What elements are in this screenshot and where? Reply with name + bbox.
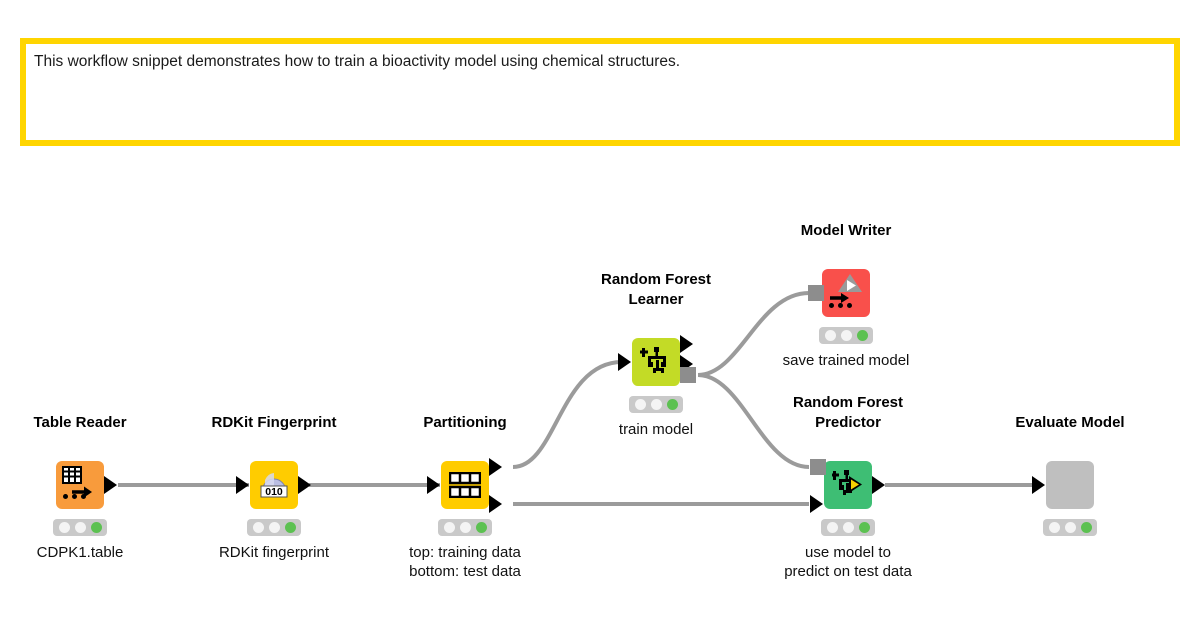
status-led-1: [1048, 522, 1060, 533]
status-led-1: [634, 399, 646, 410]
status-led-3: [475, 522, 487, 533]
status-led-1: [443, 522, 455, 533]
port-in-rdkit-fingerprint[interactable]: [236, 476, 249, 494]
port-out-learner-attrstats[interactable]: [680, 335, 693, 353]
wire-partitioning-to-learner: [512, 360, 623, 469]
molecule-bits-icon: 010: [260, 473, 288, 498]
table-import-icon: [62, 466, 82, 484]
port-out-partitioning-training[interactable]: [489, 458, 502, 476]
port-out-partitioning-test[interactable]: [489, 495, 502, 513]
port-out-learner-model[interactable]: [680, 367, 696, 383]
decision-tree-plus-icon: [640, 347, 666, 373]
status-led-3: [1080, 522, 1092, 533]
node-caption-model-writer: save trained model: [782, 352, 910, 369]
port-in-partitioning[interactable]: [427, 476, 440, 494]
node-caption-random-forest-learner: train model: [618, 421, 694, 438]
node-body-partitioning[interactable]: [441, 461, 489, 509]
node-title-rdkit-fingerprint: RDKit Fingerprint: [211, 414, 337, 431]
node-title-random-forest-learner: Random Forest Learner: [600, 271, 712, 308]
node-body-random-forest-learner[interactable]: [632, 338, 680, 386]
node-caption-partitioning: top: training data bottom: test data: [409, 544, 521, 580]
node-title-model-writer: Model Writer: [800, 222, 892, 239]
node-body-table-reader[interactable]: [56, 461, 104, 509]
node-title-partitioning: Partitioning: [423, 414, 507, 431]
port-out-table-reader[interactable]: [104, 476, 117, 494]
export-arrow-icon: [72, 486, 92, 498]
port-in-predictor-model[interactable]: [810, 459, 826, 475]
port-in-model-writer[interactable]: [808, 285, 824, 301]
port-out-rdkit-fingerprint[interactable]: [298, 476, 311, 494]
node-title-table-reader: Table Reader: [33, 414, 127, 431]
node-status-model-writer: [819, 327, 873, 344]
node-status-partitioning: [438, 519, 492, 536]
node-dots-icon: [829, 303, 852, 308]
port-in-predictor-data[interactable]: [810, 495, 823, 513]
status-led-2: [840, 330, 852, 341]
status-led-3: [284, 522, 296, 533]
node-caption-rdkit-fingerprint: RDKit fingerprint: [218, 544, 330, 561]
status-led-3: [90, 522, 102, 533]
node-status-random-forest-predictor: [821, 519, 875, 536]
node-caption-table-reader: CDPK1.table: [36, 544, 124, 561]
split-table-icon: [449, 472, 481, 498]
port-in-evaluate-model[interactable]: [1032, 476, 1045, 494]
node-status-table-reader: [53, 519, 107, 536]
workflow-annotation-box[interactable]: This workflow snippet demonstrates how t…: [20, 38, 1180, 146]
status-led-3: [858, 522, 870, 533]
decision-tree-play-icon: [832, 470, 862, 495]
node-body-evaluate-model[interactable]: [1046, 461, 1094, 509]
status-led-2: [842, 522, 854, 533]
svg-text:010: 010: [265, 486, 283, 498]
port-out-predictor[interactable]: [872, 476, 885, 494]
node-title-random-forest-predictor: Random Forest Predictor: [792, 394, 904, 431]
status-led-3: [666, 399, 678, 410]
node-body-model-writer[interactable]: [822, 269, 870, 317]
node-caption-random-forest-predictor: use model to predict on test data: [784, 544, 912, 580]
status-led-2: [1064, 522, 1076, 533]
node-status-random-forest-learner: [629, 396, 683, 413]
workflow-annotation-text: This workflow snippet demonstrates how t…: [34, 53, 681, 70]
status-led-2: [650, 399, 662, 410]
port-in-random-forest-learner[interactable]: [618, 353, 631, 371]
status-led-2: [459, 522, 471, 533]
model-triangle-icon: [838, 274, 862, 292]
node-status-rdkit-fingerprint: [247, 519, 301, 536]
status-led-1: [826, 522, 838, 533]
node-status-evaluate-model: [1043, 519, 1097, 536]
status-led-2: [74, 522, 86, 533]
status-led-1: [252, 522, 264, 533]
node-dots-icon: [63, 494, 86, 499]
node-body-rdkit-fingerprint[interactable]: 010: [250, 461, 298, 509]
status-led-2: [268, 522, 280, 533]
status-led-1: [824, 330, 836, 341]
node-title-evaluate-model: Evaluate Model: [1015, 414, 1125, 431]
node-body-random-forest-predictor[interactable]: [824, 461, 872, 509]
status-led-1: [58, 522, 70, 533]
status-led-3: [856, 330, 868, 341]
export-arrow-icon: [830, 293, 849, 303]
